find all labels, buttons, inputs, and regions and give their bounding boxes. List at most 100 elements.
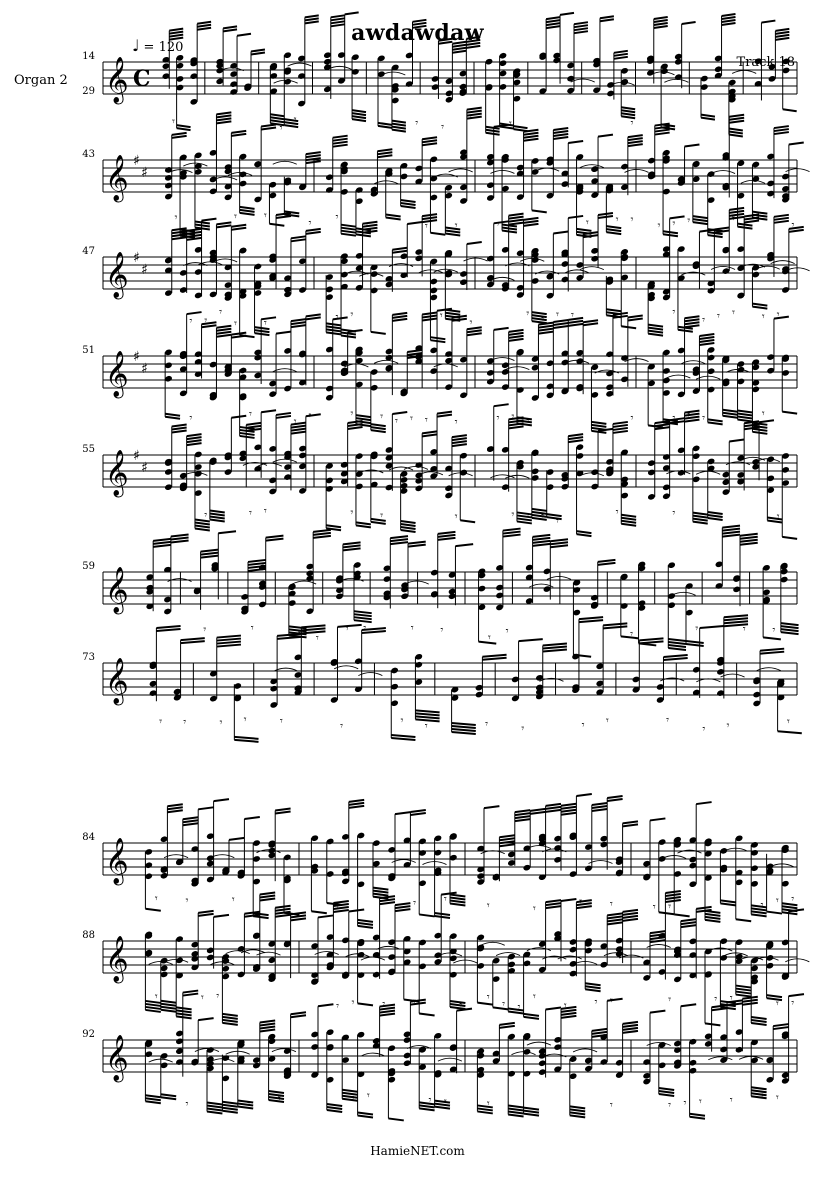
beam	[739, 538, 758, 543]
beam	[441, 891, 457, 896]
beam	[216, 634, 242, 639]
beam	[775, 36, 790, 41]
rest-icon: 𝄾	[425, 219, 428, 232]
rest-icon: 𝄾	[155, 990, 158, 1003]
beam	[726, 999, 743, 1004]
notehead	[415, 477, 423, 484]
notehead	[569, 871, 577, 877]
beam	[752, 210, 768, 215]
rest-icon: 𝄾	[309, 216, 312, 229]
notehead	[401, 593, 409, 600]
beam	[400, 202, 416, 206]
staff-system: 51𝄞♯♯𝄾𝄾𝄾𝄾𝄾𝄾𝄾𝄾𝄾𝄾𝄾𝄾𝄾𝄾𝄾𝄾𝄾𝄾	[82, 307, 798, 439]
notehead	[146, 588, 154, 595]
beam	[729, 116, 745, 121]
notehead	[370, 186, 378, 193]
notehead	[230, 89, 238, 95]
notehead	[576, 154, 584, 160]
notehead	[674, 74, 682, 80]
beam	[348, 804, 365, 809]
notehead	[535, 684, 543, 691]
beam	[452, 49, 467, 54]
notehead	[323, 52, 331, 59]
beam	[531, 209, 547, 214]
notehead	[230, 71, 238, 77]
notehead	[323, 86, 331, 93]
beam	[499, 843, 515, 848]
beam	[508, 337, 524, 342]
notehead	[341, 878, 350, 885]
notehead	[160, 872, 168, 879]
notehead	[252, 933, 261, 939]
notehead	[449, 1045, 457, 1051]
beam	[239, 431, 255, 436]
beam	[514, 812, 531, 817]
notehead	[523, 1070, 531, 1077]
beam	[707, 516, 723, 521]
notehead	[460, 279, 468, 285]
beam	[430, 339, 446, 344]
notehead	[767, 456, 775, 463]
beam	[654, 420, 670, 425]
tie	[505, 262, 530, 267]
beam	[253, 912, 269, 917]
beam	[284, 118, 299, 123]
notehead	[621, 481, 629, 487]
beam	[576, 533, 592, 538]
tie	[534, 167, 560, 172]
notehead	[400, 162, 408, 169]
notehead	[567, 62, 575, 69]
beam	[259, 1022, 276, 1027]
beam	[466, 115, 482, 120]
beam	[222, 1100, 238, 1105]
beam	[576, 792, 592, 797]
sharp-icon: ♯	[133, 250, 140, 266]
beam	[773, 125, 789, 130]
beam	[216, 637, 242, 642]
notehead	[325, 286, 333, 293]
beam	[545, 905, 562, 910]
rest-icon: 𝄾	[487, 899, 490, 912]
notehead	[750, 965, 759, 972]
beam	[449, 1000, 466, 1005]
beam	[761, 19, 776, 24]
notehead	[216, 78, 224, 85]
beam	[553, 133, 569, 138]
beam	[684, 315, 700, 320]
notehead	[576, 185, 584, 192]
beam	[231, 334, 247, 339]
beam	[216, 221, 232, 226]
notehead	[299, 258, 307, 264]
notehead	[535, 693, 543, 700]
notehead	[486, 182, 494, 189]
notehead	[722, 355, 730, 362]
notehead	[164, 484, 172, 491]
beam	[622, 908, 639, 913]
treble-clef-icon: 𝄞	[105, 936, 129, 984]
beam	[508, 1007, 524, 1012]
notehead	[175, 1059, 184, 1065]
rest-icon: 𝄾	[586, 216, 589, 229]
beam	[722, 524, 741, 529]
beam	[665, 899, 681, 904]
notehead	[385, 281, 393, 288]
tie	[785, 958, 810, 963]
notehead	[513, 72, 521, 78]
notehead	[254, 196, 262, 203]
beam	[751, 1092, 767, 1097]
beam	[649, 939, 666, 944]
notehead	[584, 1065, 593, 1072]
beam	[145, 1008, 161, 1013]
beam	[244, 815, 260, 820]
beam	[305, 157, 321, 162]
beam	[707, 513, 723, 518]
beam	[516, 517, 532, 522]
notehead	[355, 357, 363, 364]
beam	[692, 514, 708, 519]
treble-clef-icon: 𝄞	[105, 1035, 129, 1083]
notehead	[621, 355, 629, 361]
rest-icon: 𝄾	[762, 407, 765, 420]
beam	[585, 982, 601, 987]
rest-icon: 𝄾	[714, 992, 717, 1005]
notehead	[531, 278, 539, 284]
